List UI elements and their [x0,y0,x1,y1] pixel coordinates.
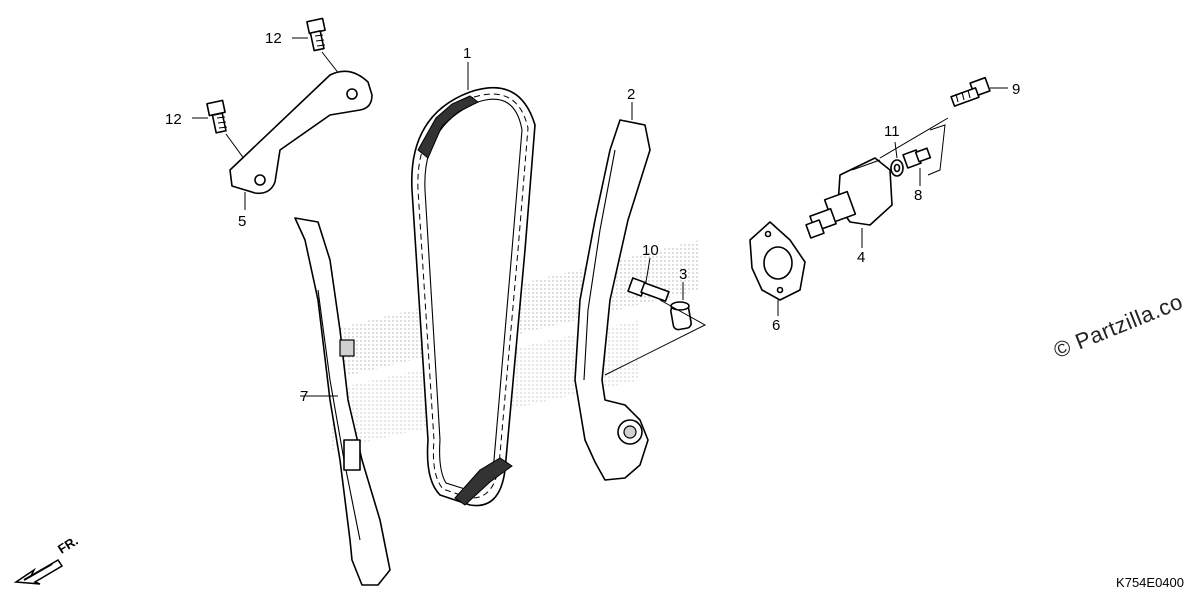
diagram-code: K754E0400 [1116,575,1184,590]
callout-9: 9 [1012,81,1020,98]
guide-plate-5[interactable] [229,70,373,195]
chain-guide-slipper-7[interactable] [294,217,391,586]
callout-11: 11 [884,123,900,140]
callout-3: 3 [679,266,687,283]
callout-10: 10 [642,242,659,259]
callout-12-upper: 12 [265,30,282,47]
callout-5: 5 [238,213,246,230]
front-direction-arrow-icon [14,558,64,585]
bolt-8[interactable] [902,147,932,169]
callout-1: 1 [463,45,471,62]
callout-4: 4 [857,249,865,266]
gasket-6[interactable] [749,221,806,301]
callout-12-lower: 12 [165,111,182,128]
callout-2: 2 [627,86,635,103]
bolt-12-lower[interactable] [206,99,228,134]
callout-8: 8 [914,187,922,204]
chain-tensioner-guide-2[interactable] [574,119,651,481]
tensioner-lifter-4[interactable] [805,157,893,239]
bolt-12-upper[interactable] [306,17,326,52]
callout-6: 6 [772,317,780,334]
bolt-9[interactable] [950,76,991,107]
callout-7: 7 [300,388,308,405]
bolt-10[interactable] [627,277,670,302]
washer-11[interactable] [890,159,904,177]
cam-chain-1[interactable] [410,87,536,507]
